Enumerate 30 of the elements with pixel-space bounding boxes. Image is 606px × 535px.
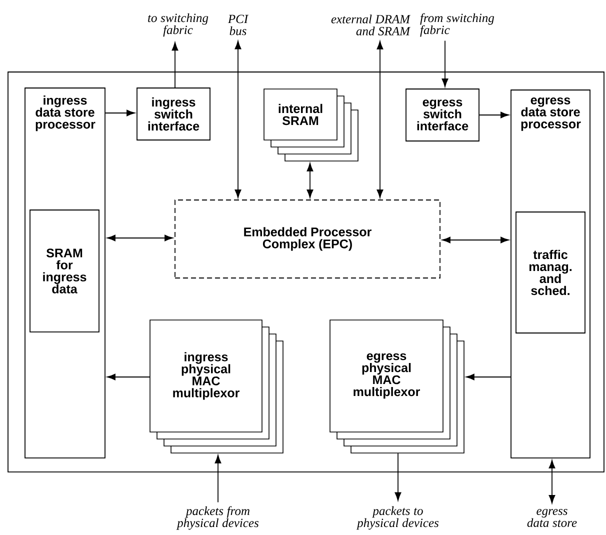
io-label: egress data store xyxy=(527,508,577,527)
stacked-box: egress physical MAC multiplexor xyxy=(330,320,464,454)
arrow xyxy=(376,40,384,198)
io-label: from switching fabric xyxy=(420,13,494,37)
processor-complex-box: Embedded Processor Complex (EPC) xyxy=(174,200,440,278)
io-label: PCI bus xyxy=(228,14,249,36)
arrow xyxy=(234,40,242,198)
arrow xyxy=(479,112,510,118)
io-label: to switching fabric xyxy=(148,13,208,37)
io-label: external DRAM and SRAM xyxy=(331,14,411,36)
io-label: packets from physical devices xyxy=(176,506,259,530)
arrow xyxy=(394,452,402,501)
stacked-box: ingress physical MAC multiplexor xyxy=(150,320,284,454)
block-box: egress switch interface xyxy=(406,88,480,142)
arrow xyxy=(105,110,136,116)
arrow xyxy=(106,234,174,242)
block-box: SRAM for ingress data xyxy=(30,210,100,332)
chip-outline xyxy=(8,72,604,472)
block-box: ingress switch interface xyxy=(136,88,210,140)
arrow xyxy=(306,162,314,198)
arrow xyxy=(214,454,222,503)
stacked-box: internal SRAM xyxy=(264,88,358,162)
arrow xyxy=(442,40,448,87)
arrow xyxy=(106,374,150,380)
arrow xyxy=(442,236,510,244)
arrow xyxy=(172,42,178,88)
arrow xyxy=(466,374,511,380)
arrow xyxy=(548,460,556,504)
io-label: packets to physical devices xyxy=(356,506,439,530)
block-box: traffic manag. and sched. xyxy=(516,212,586,334)
